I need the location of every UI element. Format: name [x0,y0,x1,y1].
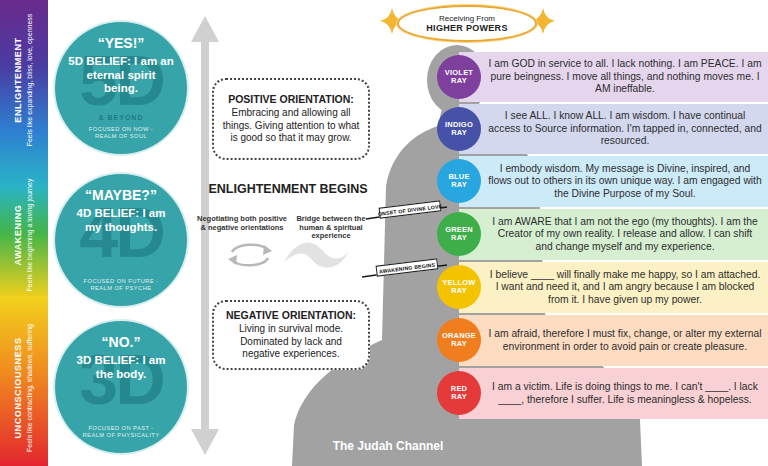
stage-name: ENLIGHTENMENT [13,37,23,122]
ray-circle: BLUE RAY [437,159,481,203]
belief-statement: 3D BELIEF: I am the body. [68,354,174,381]
ray-statement-band: I see ALL. I know ALL. I am wisdom. I ha… [436,104,768,154]
ray-statement-band: I embody wisdom. My message is Divine, i… [436,156,768,207]
consciousness-band: ENLIGHTENMENTFeels like expanding, bliss… [0,0,48,160]
ray-name: YELLOW RAY [442,279,475,296]
rainbow-bar [0,0,48,466]
ray-circle: RED RAY [437,371,481,415]
stage-feeling: Feels like expanding, bliss, love, openn… [26,14,34,147]
answer-quote: “MAYBE?” [55,187,187,203]
header-oval: Receiving FromHIGHER POWERS [397,5,537,42]
belief-circle: “MAYBE?”4D BELIEF: I am my thoughts.4DFO… [55,174,187,306]
ray-statement: I am afraid, therefore I must fix, chang… [488,328,762,353]
focus-caption: FOCUSED ON PAST - REALM OF PHYSICALITY [77,425,165,439]
stage-feeling: Feels like beginning a loving journey [26,179,34,292]
ray-name: RED RAY [451,385,467,402]
scale-arrow-head [191,16,219,42]
stage-feeling: Feels like contracting, shadows, sufferi… [26,324,34,452]
ray-statement: I see ALL. I know ALL. I am wisdom. I ha… [488,110,762,148]
ray-name: INDIGO RAY [445,121,473,138]
orientation-box: NEGATIVE ORIENTATION: Living in survival … [212,300,370,370]
ray-statement: I am GOD in service to all. I lack nothi… [488,58,762,96]
stage-name: UNCONSCIOUSNESS [13,338,23,439]
ray-circle: INDIGO RAY [437,107,481,151]
ray-circle: VIOLET RAY [437,55,481,99]
orientation-body: Living in survival mode. Dominated by la… [220,323,362,361]
ray-statement: I am a victim. Life is doing things to m… [488,381,762,406]
belief-circle: “NO.”3D BELIEF: I am the body.3DFOCUSED … [55,321,187,453]
header-line: Receiving From [439,14,495,23]
band-label-frame: UNCONSCIOUSNESSFeels like contracting, s… [0,310,48,466]
band-label-frame: AWAKENINGFeels like beginning a loving j… [0,160,48,310]
ray-statement-band: I believe ____ will finally make me happ… [436,262,768,313]
ray-name: ORANGE RAY [442,332,476,349]
belief-statement: 4D BELIEF: I am my thoughts. [68,207,174,234]
ray-statement-band: I am a victim. Life is doing things to m… [436,368,768,419]
consciousness-band: AWAKENINGFeels like beginning a loving j… [0,160,48,310]
ray-statement: I believe ____ will finally make me happ… [488,269,762,307]
dimension-subtitle: & BEYOND [55,114,187,121]
ray-name: VIOLET RAY [445,69,473,86]
cycle-arrow [232,258,268,265]
note-label: Negotiating both positive & negative ori… [197,215,287,232]
scale-arrow-shaft [201,38,209,433]
note-label: Bridge between the human & spiritual exp… [287,215,375,241]
orientation-box: POSITIVE ORIENTATION: Embracing and allow… [212,78,370,160]
watermark: The Judah Channel [316,439,460,453]
ray-statement: I embody wisdom. My message is Divine, i… [488,163,762,201]
orientation-body: Embracing and allowing all things. Givin… [220,107,362,145]
belief-circle: “YES!” 5D BELIEF: I am an eternal spirit … [55,22,187,154]
cycle-arrow-head [228,255,237,265]
ray-statement-band: I am AWARE that I am not the ego (my tho… [436,209,768,260]
orientation-heading: POSITIVE ORIENTATION: [228,93,354,105]
ray-circle: ORANGE RAY [437,318,481,362]
bridge-wave [284,243,348,268]
consciousness-band: UNCONSCIOUSNESSFeels like contracting, s… [0,310,48,466]
scale-arrow-head [191,429,219,455]
milestone-label: ENLIGHTENMENT BEGINS [196,182,380,196]
answer-quote: “NO.” [55,334,187,350]
ray-statement: I am AWARE that I am not the ego (my tho… [488,216,762,254]
answer-quote: “YES!” [55,35,187,51]
ray-circle: GREEN RAY [437,212,481,256]
orientation-heading: NEGATIVE ORIENTATION: [226,309,356,321]
cycle-arrow [232,245,268,252]
band-label-frame: ENLIGHTENMENTFeels like expanding, bliss… [0,0,48,160]
ray-name: GREEN RAY [445,226,473,243]
cycle-arrow-head [263,245,272,255]
stage-name: AWAKENING [13,205,23,266]
focus-caption: FOCUSED ON FUTURE - REALM OF PSYCHE [77,278,165,292]
ray-statement-band: I am afraid, therefore I must fix, chang… [436,315,768,366]
ray-circle: YELLOW RAY [437,265,481,309]
header-line: HIGHER POWERS [426,23,507,33]
belief-statement: 5D BELIEF: I am an eternal spirit being. [68,55,174,96]
ray-statement-band: I am GOD in service to all. I lack nothi… [436,52,768,102]
focus-caption: FOCUSED ON NOW - REALM OF SOUL [77,126,165,140]
ray-name: BLUE RAY [448,173,469,190]
